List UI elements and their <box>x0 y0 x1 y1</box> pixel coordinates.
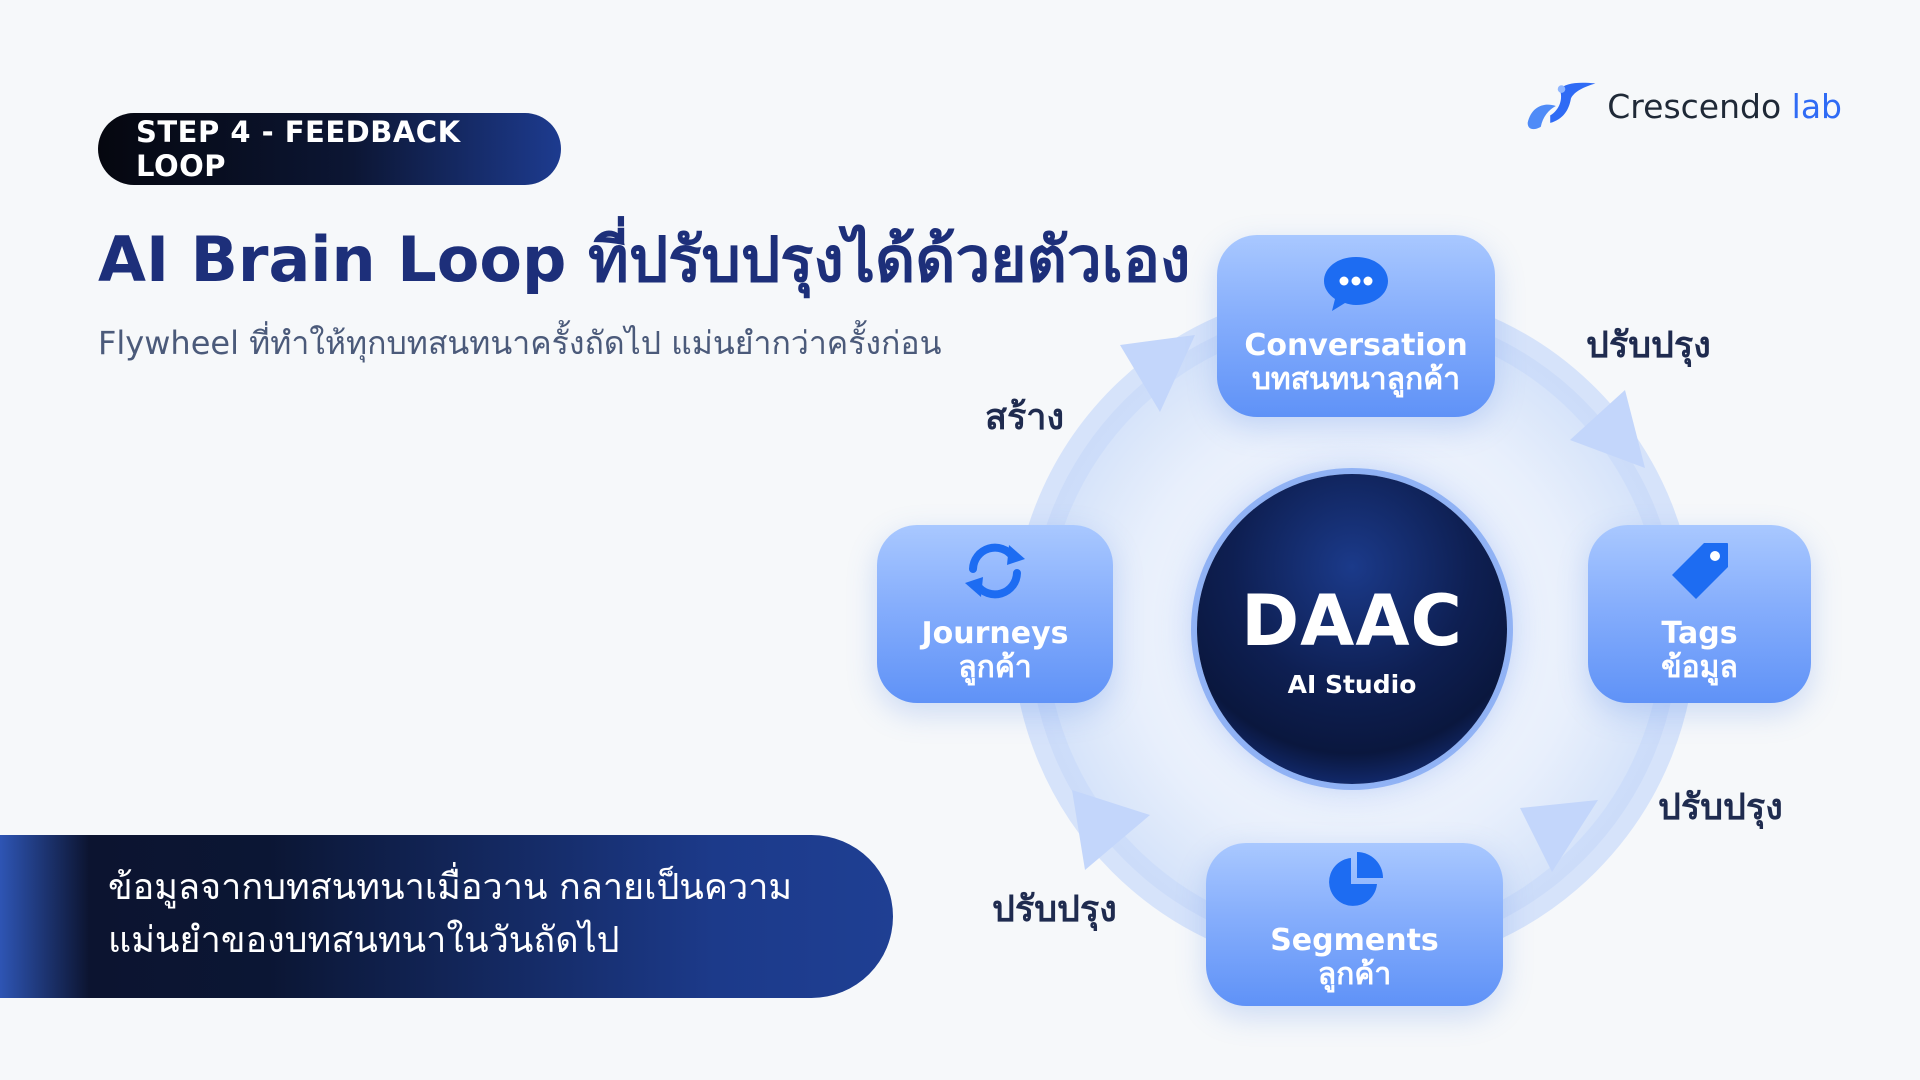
node-tags: Tags ข้อมูล <box>1588 525 1811 703</box>
summary-note-line-2: แม่นยำของบทสนทนาในวันถัดไป <box>108 920 620 961</box>
cycle-label-improve-bottom-left: ปรับปรุง <box>992 889 1117 930</box>
node-tags-subtitle: ข้อมูล <box>1661 650 1738 685</box>
crescendo-logo-icon <box>1527 82 1596 130</box>
hub-title: DAAC <box>1241 580 1463 662</box>
summary-note: ข้อมูลจากบทสนทนาเมื่อวาน กลายเป็นความ แม… <box>0 835 893 998</box>
arrow-head-bottom-left <box>1072 790 1150 870</box>
hub-daac: DAAC AI Studio <box>1197 474 1507 784</box>
node-segments-subtitle: ลูกค้า <box>1317 957 1392 992</box>
node-journeys-subtitle: ลูกค้า <box>958 650 1032 685</box>
node-tags-title: Tags <box>1661 616 1738 651</box>
node-conversation: Conversation บทสนทนาลูกค้า <box>1217 235 1495 417</box>
node-journeys-title: Journeys <box>921 616 1069 651</box>
brand-name-main: Crescendo <box>1607 86 1782 126</box>
pie-chart-icon <box>1325 850 1385 914</box>
summary-note-line-1: ข้อมูลจากบทสนทนาเมื่อวาน กลายเป็นความ <box>108 867 793 908</box>
tag-icon <box>1668 539 1732 607</box>
step-badge: STEP 4 - FEEDBACK LOOP <box>98 113 561 185</box>
arrow-head-top-right <box>1570 390 1645 468</box>
brand-logo: Crescendo lab <box>1522 76 1842 136</box>
cycle-label-create: สร้าง <box>985 397 1065 438</box>
cycle-label-improve-bottom-right: ปรับปรุง <box>1658 787 1783 828</box>
node-conversation-subtitle: บทสนทนาลูกค้า <box>1251 362 1461 397</box>
arrow-head-bottom-right <box>1520 800 1598 872</box>
page-title: AI Brain Loop ที่ปรับปรุงได้ด้วยตัวเอง <box>98 223 1191 296</box>
node-segments-title: Segments <box>1270 923 1439 958</box>
node-conversation-title: Conversation <box>1244 328 1468 363</box>
page-subtitle: Flywheel ที่ทำให้ทุกบทสนทนาครั้งถัดไป แม… <box>98 324 942 362</box>
brand-name-accent: lab <box>1791 86 1842 126</box>
hub-subtitle: AI Studio <box>1287 670 1417 699</box>
refresh-cycle-icon <box>959 539 1031 607</box>
brand-name: Crescendo lab <box>1607 87 1842 126</box>
chat-bubble-icon <box>1322 253 1390 319</box>
cycle-label-improve-top-right: ปรับปรุง <box>1586 325 1711 366</box>
arrow-head-top-left <box>1120 335 1195 412</box>
node-journeys: Journeys ลูกค้า <box>877 525 1113 703</box>
node-segments: Segments ลูกค้า <box>1206 843 1503 1006</box>
